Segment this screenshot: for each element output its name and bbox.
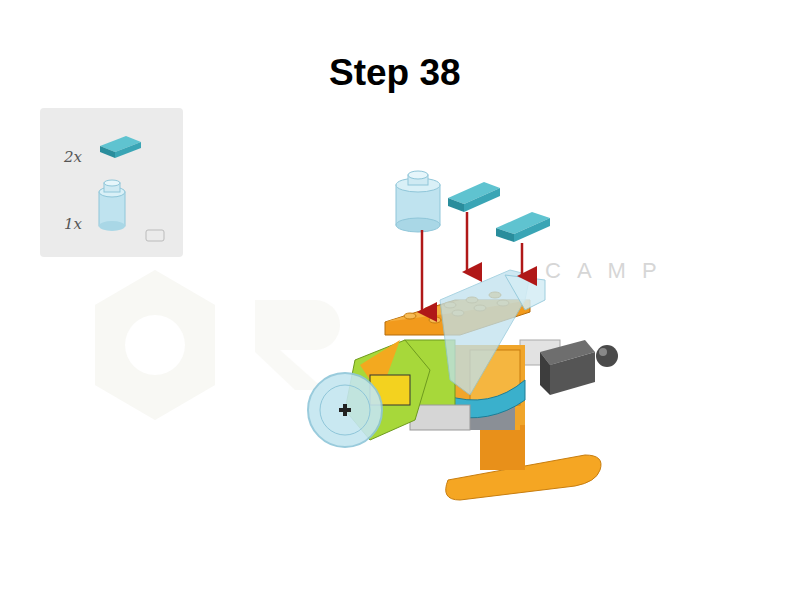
tile-1: [448, 182, 500, 212]
quantity-label: 2x: [64, 148, 82, 166]
tile-part: [100, 136, 141, 158]
round-brick: [396, 171, 440, 232]
quantity-label: 1x: [64, 215, 82, 233]
watermark-text: CAMP: [545, 258, 673, 284]
parts-panel: [40, 108, 183, 257]
tail-block: [520, 340, 618, 395]
placement-arrows: [422, 212, 522, 312]
step-title: Step 38: [329, 52, 461, 94]
tile-2: [496, 212, 550, 242]
watermark-logo: [95, 270, 340, 420]
nose-propeller: [308, 340, 430, 447]
round-brick-part: [99, 180, 164, 241]
